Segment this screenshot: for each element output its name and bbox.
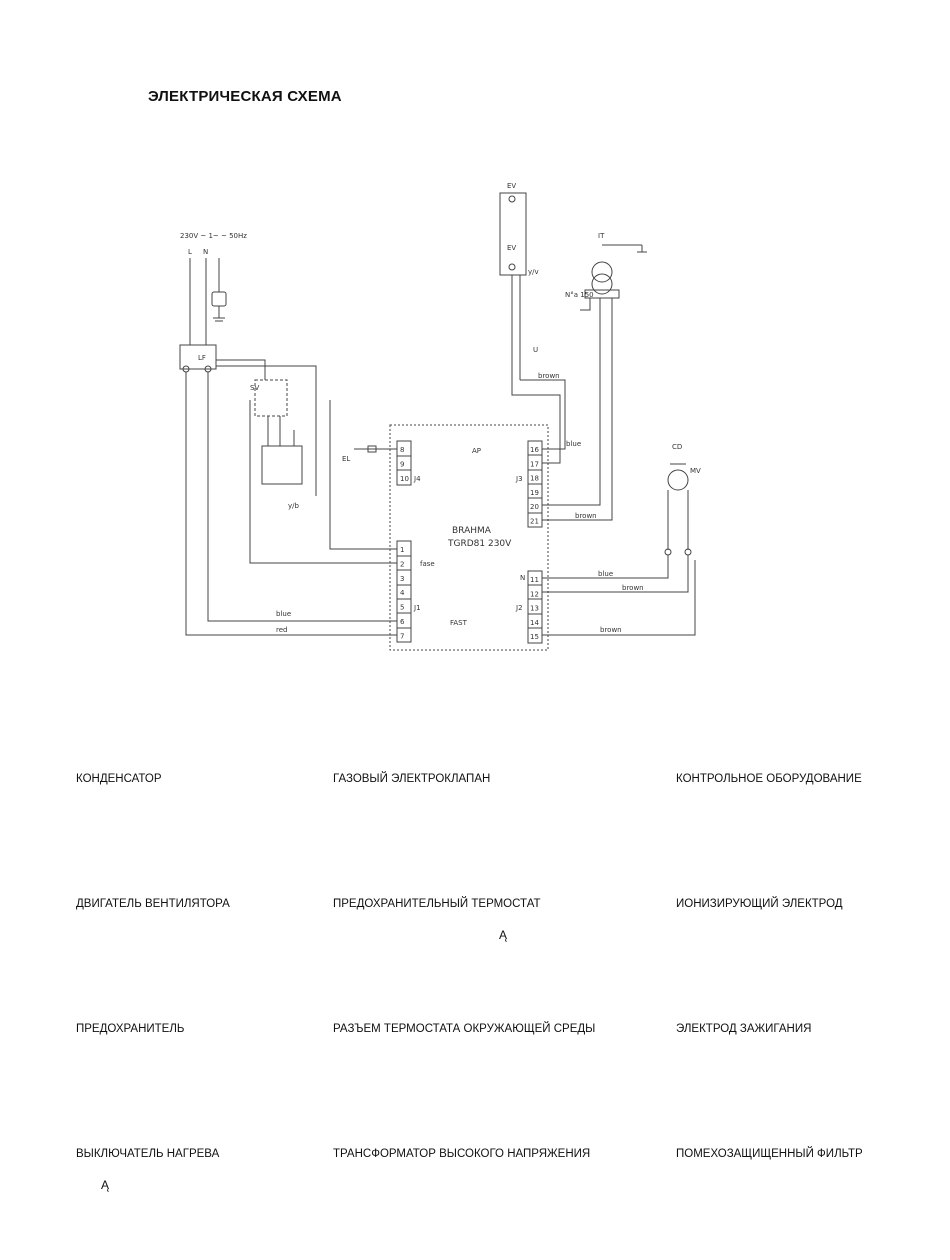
phase-l-label: L xyxy=(188,248,192,256)
ev-bottom-label: EV xyxy=(507,244,516,252)
pin-j2-13: 13 xyxy=(530,605,539,613)
pin-j4-8: 8 xyxy=(400,446,404,454)
wire-brown-j2-15-label: brown xyxy=(600,626,622,634)
wiring-diagram: 230V ~ 1~ ~ 50Hz L N LF SV y/b EL AP EV … xyxy=(179,182,701,651)
wire-brown-j2-label: brown xyxy=(622,584,644,592)
legend-gas-valve: ГАЗОВЫЙ ЭЛЕКТРОКЛАПАН xyxy=(333,773,491,785)
wire-blue-j2-label: blue xyxy=(598,570,613,578)
pin-j2-14: 14 xyxy=(530,619,539,627)
wire-brown-label: brown xyxy=(538,372,560,380)
pin-j3-21: 21 xyxy=(530,518,539,526)
legend-ignition-electrode: ЭЛЕКТРОД ЗАЖИГАНИЯ xyxy=(676,1023,812,1035)
pin-j3-17: 17 xyxy=(530,460,539,468)
mv-label: MV xyxy=(690,467,701,475)
page-title: ЭЛЕКТРИЧЕСКАЯ СХЕМА xyxy=(148,88,342,105)
it-label: IT xyxy=(598,232,605,240)
wire-brown-j3-label: brown xyxy=(575,512,597,520)
wire-blue-j3-label: blue xyxy=(566,440,581,448)
connector-j1 xyxy=(396,540,412,643)
legend-fuse: ПРЕДОХРАНИТЕЛЬ xyxy=(76,1023,185,1035)
ionization-electrode xyxy=(367,445,377,453)
pin-j4-9: 9 xyxy=(400,461,404,469)
legend-control-unit: КОНТРОЛЬНОЕ ОБОРУДОВАНИЕ xyxy=(676,773,862,785)
pin-j1-4: 4 xyxy=(400,589,405,597)
ap-label: AP xyxy=(472,447,481,455)
legend-hv-transformer: ТРАНСФОРМАТОР ВЫСОКОГО НАПРЯЖЕНИЯ xyxy=(333,1148,591,1160)
sv-label: SV xyxy=(250,384,259,392)
fuse-label: FAST xyxy=(450,619,468,627)
pin-j1-7: 7 xyxy=(400,632,404,640)
connector-j2 xyxy=(527,570,543,644)
legend-capacitor: КОНДЕНСАТОР xyxy=(76,773,162,785)
phase-n-label: N xyxy=(203,248,208,256)
fan-motor xyxy=(667,469,689,491)
pin-j1-6: 6 xyxy=(400,618,405,626)
brand-label: BRAHMA xyxy=(452,526,492,536)
pin-j2-15: 15 xyxy=(530,633,539,641)
wire-blue-label: blue xyxy=(276,610,291,618)
pin-j4-10: 10 xyxy=(400,475,409,483)
cd-label: CD xyxy=(672,443,682,451)
legend-fan-motor: ДВИГАТЕЛЬ ВЕНТИЛЯТОРА xyxy=(76,898,230,910)
control-board xyxy=(389,424,549,651)
gas-valve xyxy=(499,192,527,276)
el-label: EL xyxy=(342,455,350,463)
ignition-transformer xyxy=(591,261,613,283)
pin-j3-16: 16 xyxy=(530,446,539,454)
legend-safety-thermostat: ПРЕДОХРАНИТЕЛЬНЫЙ ТЕРМОСТАТ xyxy=(333,898,541,910)
pin-j1-1: 1 xyxy=(400,546,404,554)
u-label: U xyxy=(533,346,538,354)
connector-j4 xyxy=(396,440,412,486)
supply-label: 230V ~ 1~ ~ 50Hz xyxy=(180,232,247,240)
legend-room-thermostat-connector: РАЗЪЕМ ТЕРМОСТАТА ОКРУЖАЮЩЕЙ СРЕДЫ xyxy=(333,1023,596,1035)
j2-label: J2 xyxy=(515,604,523,612)
j1-label: J1 xyxy=(413,604,421,612)
noise-filter xyxy=(179,344,217,370)
legend-ionization-electrode: ИОНИЗИРУЮЩИЙ ЭЛЕКТРОД xyxy=(676,898,843,910)
pin-j1-3: 3 xyxy=(400,575,404,583)
pin-j3-19: 19 xyxy=(530,489,539,497)
fase-label: fase xyxy=(420,560,435,568)
ev-yv-label: y/v xyxy=(528,268,539,276)
yb-label: y/b xyxy=(288,502,300,510)
pin-j3-20: 20 xyxy=(530,503,539,511)
heating-switch xyxy=(254,379,288,417)
ev-top-label: EV xyxy=(507,182,516,190)
j3-label: J3 xyxy=(515,475,523,483)
j4-label: J4 xyxy=(413,475,421,483)
mark-a-1: Ą xyxy=(499,928,508,942)
mark-a-2: Ą xyxy=(101,1178,110,1192)
earth-terminal xyxy=(211,291,227,307)
legend-heating-switch: ВЫКЛЮЧАТЕЛЬ НАГРЕВА xyxy=(76,1148,220,1160)
pin-j2-11: 11 xyxy=(530,576,539,584)
wire-red-label: red xyxy=(276,626,287,634)
model-label: TGRD81 230V xyxy=(447,539,512,549)
nb-label: N°a 150 xyxy=(565,291,594,299)
n-label: N xyxy=(520,574,525,582)
pin-j1-2: 2 xyxy=(400,560,404,568)
lf-label: LF xyxy=(198,354,206,362)
pin-j2-12: 12 xyxy=(530,590,539,598)
pin-j3-18: 18 xyxy=(530,475,539,483)
legend-noise-filter: ПОМЕХОЗАЩИЩЕННЫЙ ФИЛЬТР xyxy=(676,1148,863,1160)
pin-j1-5: 5 xyxy=(400,604,404,612)
safety-thermostat xyxy=(261,445,303,485)
